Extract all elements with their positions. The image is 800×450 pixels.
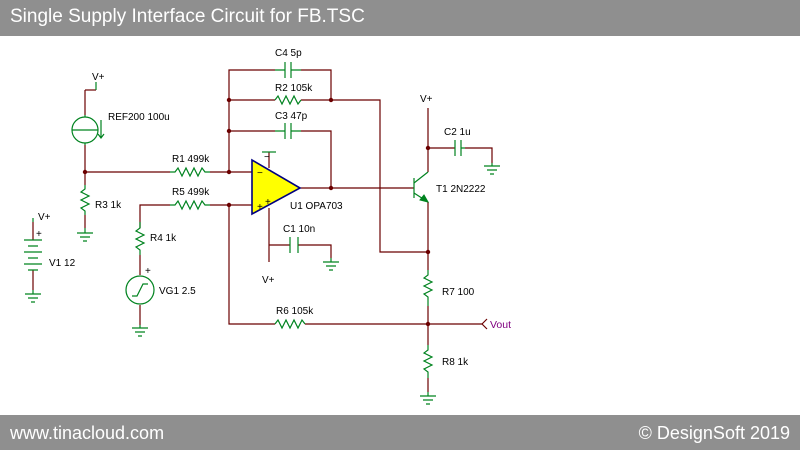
opamp-supply-plus-sign: + xyxy=(265,197,271,208)
resistor-r7[interactable]: R7 100 xyxy=(422,270,475,306)
vplus-opamp: V+ xyxy=(262,275,275,286)
vg1-plus-sign: + xyxy=(145,266,151,277)
r5-label: R5 499k xyxy=(172,187,210,198)
opamp-u1[interactable]: − + − + U1 OPA703 xyxy=(251,152,343,216)
battery-v1[interactable]: + V1 12 xyxy=(24,229,76,271)
transistor-t1[interactable]: T1 2N2222 xyxy=(413,171,486,203)
supply-markers: V+ V+ V+ V+ xyxy=(32,72,433,286)
output-terminal[interactable]: Vout xyxy=(481,318,511,331)
schematic: C4 5p R2 105k C3 47p R1 499k R5 499k REF… xyxy=(24,48,511,405)
wires xyxy=(32,69,493,392)
vplus-ref200: V+ xyxy=(92,72,105,83)
footer-website: www.tinacloud.com xyxy=(10,423,165,443)
current-source-ref200[interactable]: REF200 100u xyxy=(71,112,170,145)
opamp-plus-sign: + xyxy=(257,202,263,213)
resistor-r2[interactable]: R2 105k xyxy=(274,83,313,106)
r1-label: R1 499k xyxy=(172,154,210,165)
capacitor-c2[interactable]: C2 1u xyxy=(444,127,471,156)
u1-label: U1 OPA703 xyxy=(290,201,343,212)
v1-plus-sign: + xyxy=(36,229,42,240)
signal-generator-vg1[interactable]: + VG1 2.5 xyxy=(125,266,196,305)
capacitor-c1[interactable]: C1 10n xyxy=(283,224,315,253)
c2-label: C2 1u xyxy=(444,127,471,138)
resistor-r1[interactable]: R1 499k xyxy=(170,154,210,178)
vout-label: Vout xyxy=(490,319,511,331)
r3-label: R3 1k xyxy=(95,200,122,211)
resistor-r8[interactable]: R8 1k xyxy=(422,345,469,378)
c1-label: C1 10n xyxy=(283,224,315,235)
c3-label: C3 47p xyxy=(275,111,308,122)
resistor-r4[interactable]: R4 1k xyxy=(134,222,177,255)
v1-label: V1 12 xyxy=(49,258,76,269)
r7-label: R7 100 xyxy=(442,287,475,298)
footer-copyright: © DesignSoft 2019 xyxy=(638,423,790,443)
capacitor-c4[interactable]: C4 5p xyxy=(275,48,302,78)
resistor-r3[interactable]: R3 1k xyxy=(79,185,122,215)
opamp-minus-sign: − xyxy=(257,168,263,179)
footer-bar: www.tinacloud.com © DesignSoft 2019 xyxy=(0,415,800,450)
vplus-t1: V+ xyxy=(420,94,433,105)
capacitor-c3[interactable]: C3 47p xyxy=(275,111,308,139)
r6-label: R6 105k xyxy=(276,306,314,317)
ref200-label: REF200 100u xyxy=(108,112,170,123)
opamp-supply-minus-sign: − xyxy=(264,152,270,163)
ground-symbols xyxy=(25,151,500,405)
t1-label: T1 2N2222 xyxy=(436,184,486,195)
junction-dots xyxy=(82,97,431,327)
title-bar: Single Supply Interface Circuit for FB.T… xyxy=(0,0,800,36)
r8-label: R8 1k xyxy=(442,357,469,368)
resistor-r5[interactable]: R5 499k xyxy=(170,187,210,211)
vplus-v1: V+ xyxy=(38,212,51,223)
resistor-r6[interactable]: R6 105k xyxy=(274,306,314,330)
r2-label: R2 105k xyxy=(275,83,313,94)
c4-label: C4 5p xyxy=(275,48,302,59)
r4-label: R4 1k xyxy=(150,233,177,244)
page-title: Single Supply Interface Circuit for FB.T… xyxy=(10,6,365,27)
vg1-label: VG1 2.5 xyxy=(159,286,196,297)
